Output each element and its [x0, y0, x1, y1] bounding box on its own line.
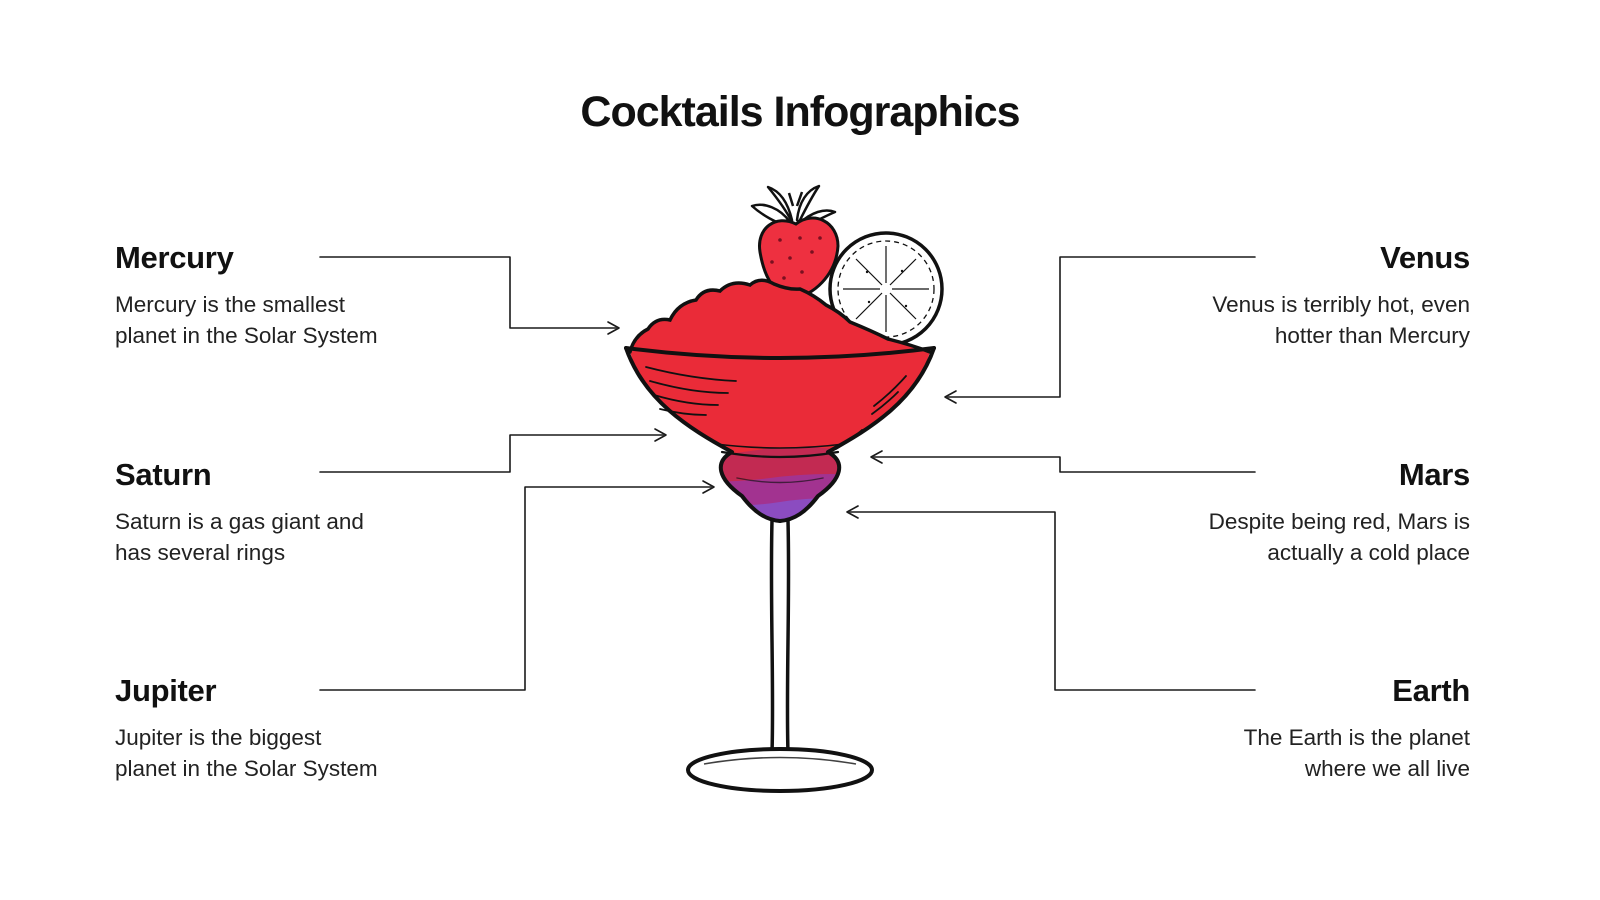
arrow-left-icon: [846, 505, 859, 519]
connector-mercury: [319, 256, 620, 335]
glass-stem: [769, 519, 791, 755]
callout-heading: Venus: [1380, 240, 1470, 275]
callout-jupiter: Jupiter Jupiter is the biggest planet in…: [115, 673, 450, 784]
drink-layers: [640, 447, 930, 521]
drink-fill: [630, 280, 930, 521]
connector-mars: [870, 450, 1256, 473]
connector-lines: [319, 256, 1256, 691]
callout-mars: Mars Despite being red, Mars is actually…: [1135, 457, 1471, 568]
slush-outline: [628, 278, 932, 354]
arrow-right-icon: [607, 321, 620, 335]
connector-saturn: [319, 428, 667, 473]
callout-description: Jupiter is the biggest planet in the Sol…: [115, 725, 378, 781]
callout-description: Mercury is the smallest planet in the So…: [115, 292, 378, 348]
arrow-left-icon: [870, 450, 883, 464]
callout-venus: Venus Venus is terribly hot, even hotter…: [1135, 240, 1470, 351]
margarita-glass: [624, 278, 936, 793]
callout-heading: Earth: [1392, 673, 1470, 708]
bowl-outline: [624, 346, 936, 523]
arrow-left-icon: [944, 390, 957, 404]
callout-heading: Saturn: [115, 457, 212, 492]
glass-foot: [686, 747, 874, 793]
callout-description: Despite being red, Mars is actually a co…: [1208, 509, 1470, 565]
callout-description: Saturn is a gas giant and has several ri…: [115, 509, 364, 565]
arrow-right-icon: [654, 428, 667, 442]
connector-venus: [944, 256, 1256, 404]
callout-saturn: Saturn Saturn is a gas giant and has sev…: [115, 457, 450, 568]
callout-heading: Jupiter: [115, 673, 217, 708]
callout-heading: Mercury: [115, 240, 234, 275]
waist-lines: [715, 443, 845, 484]
connector-jupiter: [319, 480, 715, 691]
page-title: Cocktails Infographics: [580, 88, 1020, 136]
callout-mercury: Mercury Mercury is the smallest planet i…: [115, 240, 450, 351]
callout-description: Venus is terribly hot, even hotter than …: [1212, 292, 1470, 348]
connector-earth: [846, 505, 1256, 691]
callout-earth: Earth The Earth is the planet where we a…: [1135, 673, 1471, 784]
lime-slice-icon: [828, 231, 944, 347]
callout-description: The Earth is the planet where we all liv…: [1243, 725, 1470, 781]
arrow-right-icon: [702, 480, 715, 494]
callout-heading: Mars: [1398, 457, 1470, 492]
